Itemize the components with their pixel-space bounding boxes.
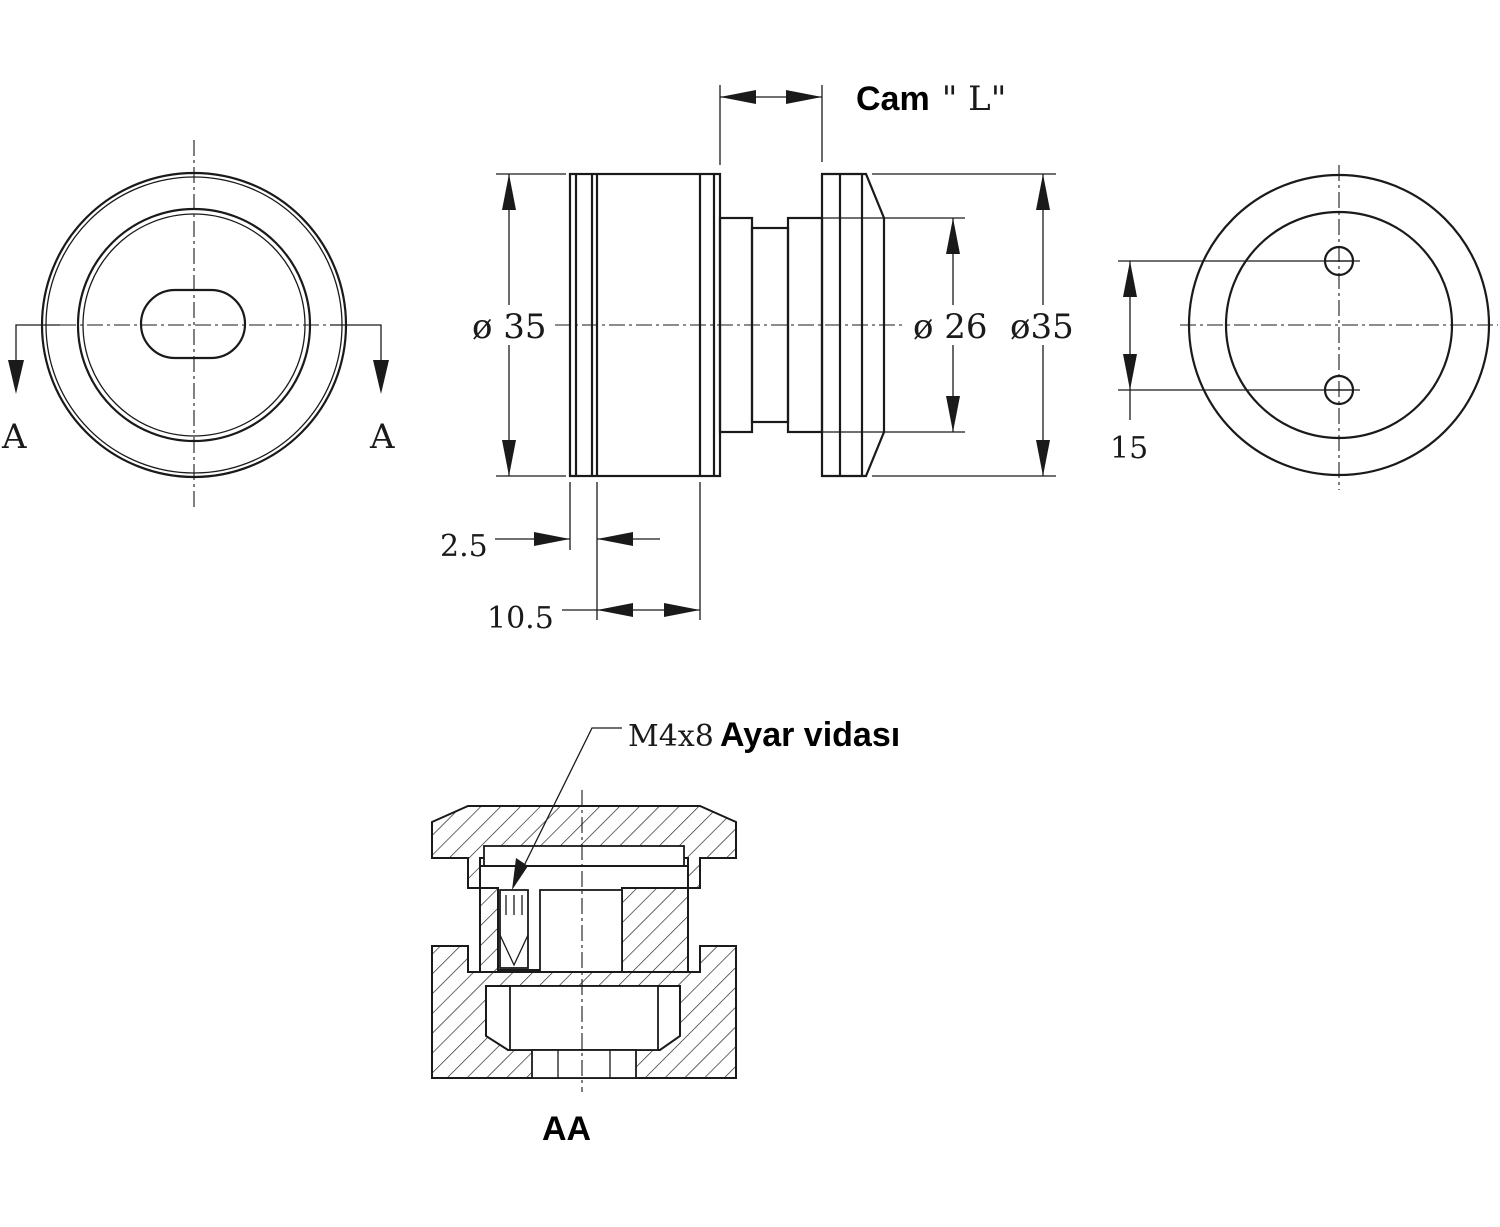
section-bottom-socket [531,1049,637,1079]
length-arrow-left [597,603,633,617]
section-title: AA [542,1110,591,1148]
glass-dim-arrow-left [720,90,756,104]
section-cut-line-left [15,324,60,360]
dim-inner-diameter: ø 26 [913,307,988,347]
section-insert-right [621,887,689,973]
screw-spec: M4x8 [628,719,714,754]
dia-inner-arrow-top [946,218,960,254]
glass-label-rest: " L" [942,79,1007,119]
screw-leader-arrow [512,858,528,890]
front-view: A A [1,140,395,510]
section-mark-left: A [1,417,27,457]
length-arrow-right [664,603,700,617]
dim-hole-spacing: 15 [1110,431,1148,466]
screw-label: Ayar vidası [720,716,900,754]
spacing-arrow-top [1123,261,1137,297]
section-cut-line-right [330,324,382,360]
front-slot [139,288,247,360]
glass-dim-arrow-right [786,90,822,104]
back-view: 15 [1110,165,1498,490]
set-screw-tip [499,934,529,967]
spacing-arrow-bottom [1123,354,1137,390]
groove-arrow-right [597,532,633,546]
section-stud-bore [539,889,623,973]
dim-right-diameter: ø35 [1010,307,1074,347]
section-insert-left [479,887,499,973]
dia-inner-arrow-bottom [946,396,960,432]
dim-left-diameter: ø 35 [472,307,547,347]
groove-arrow-left [534,532,570,546]
section-arrow-left [8,360,24,394]
dia-right-arrow-top [1036,174,1050,210]
section-arrow-right [373,360,389,394]
section-nut [509,985,659,1051]
dim-groove: 2.5 [440,529,488,564]
screw-leader [513,727,622,887]
glass-label: Cam " L" [856,79,1006,119]
side-view: Cam " L" ø 35 ø 26 ø35 2.5 [440,79,1074,636]
dia-right-arrow-bottom [1036,440,1050,476]
glass-label-bold: Cam [856,80,930,118]
section-glass-slot [483,845,685,867]
section-view: M4x8 Ayar vidası AA [431,716,900,1148]
section-mark-right: A [369,417,395,457]
dia-left-arrow-top [502,174,516,210]
dim-body-length: 10.5 [487,601,554,636]
dia-left-arrow-bottom [502,440,516,476]
